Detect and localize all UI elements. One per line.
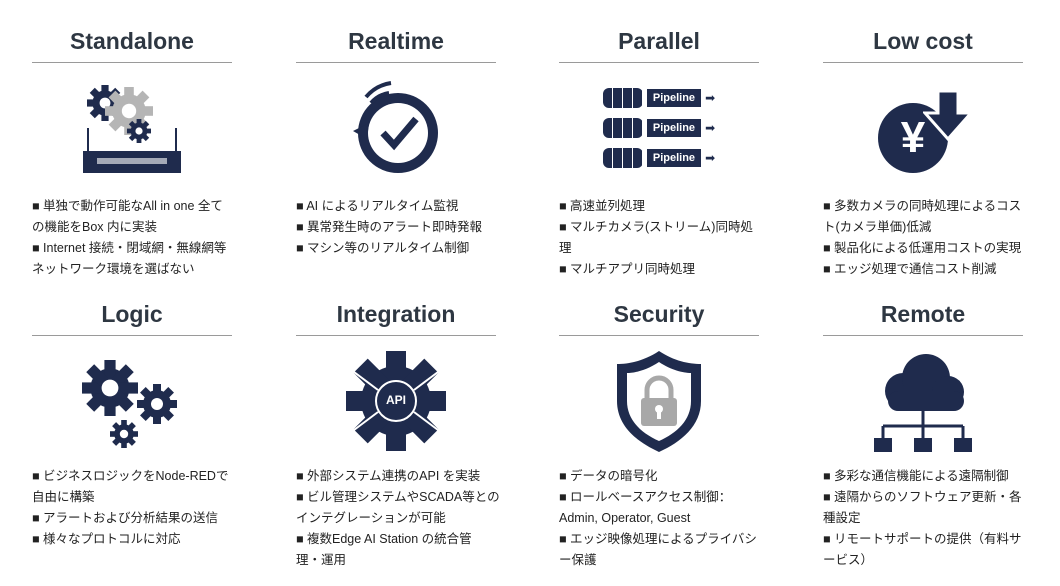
feature-line: ■ 複数Edge AI Station の統合管 [296,532,472,546]
pipeline-label: Pipeline [646,119,702,137]
feature-remote: Remote ■ 多彩な通信機能による遠隔制御 ■ 遠隔からのソフトウェア更新・… [823,293,1023,571]
feature-low-cost: Low cost ¥ ■ 多数カメラの同時処理によるコス ト(カメラ単価)低減 … [823,20,1023,280]
feature-title: Low cost [823,20,1023,63]
feature-line: ■ 異常発生時のアラート即時発報 [296,220,483,234]
feature-line: ■ マルチカメラ(ストリーム)同時処 [559,220,753,234]
feature-line: ■ ビル管理システムやSCADA等との [296,490,500,504]
feature-title: Remote [823,293,1023,336]
feature-line: の機能をBox 内に実装 [32,220,158,234]
feature-line: ■ ロールベースアクセス制御： [559,490,732,504]
feature-line: 自由に構築 [32,490,95,504]
feature-line: ■ データの暗号化 [559,469,658,483]
feature-line: ービス） [823,553,874,567]
feature-line: ■ ビジネスロジックをNode-REDで [32,469,229,483]
feature-line: Admin, Operator, Guest [559,511,691,525]
feature-integration: Integration API ■ 外部システム連携のAPI を実装 ■ ビル管… [296,293,500,571]
feature-line: ■ 単独で動作可能なAll in one 全て [32,199,223,213]
feature-line: ■ 様々なプロトコルに対応 [32,532,181,546]
pipeline-label: Pipeline [646,89,702,107]
feature-title: Standalone [32,20,232,63]
feature-line: ■ エッジ処理で通信コスト削減 [823,262,997,276]
feature-line: ト(カメラ単価)低減 [823,220,932,234]
feature-line: インテグレーションが可能 [296,511,446,525]
feature-line: ■ アラートおよび分析結果の送信 [32,511,219,525]
gears-box-icon [32,63,232,193]
feature-line: ー保護 [559,553,597,567]
feature-line: 理・運用 [296,553,347,567]
feature-title: Logic [32,293,232,336]
feature-line: 種設定 [823,511,861,525]
feature-standalone: Standalone ■ 単独で動作可能なAll in one 全て の機能をB… [32,20,232,280]
feature-line: ■ 高速並列処理 [559,199,646,213]
cameras-icon [602,118,643,138]
feature-line: ■ リモートサポートの提供（有料サ [823,532,1022,546]
cloud-network-icon [823,336,1023,466]
feature-logic: Logic ■ ビジネスロジックをNode-REDで 自由に構築 ■ アラートお… [32,293,232,550]
feature-line: ■ 外部システム連携のAPI を実装 [296,469,481,483]
feature-security: Security ■ データの暗号化 ■ ロールベースアクセス制御： Admin… [559,293,759,571]
feature-title: Parallel [559,20,759,63]
feature-line: 理 [559,241,572,255]
shield-lock-icon [559,336,759,466]
feature-title: Realtime [296,20,496,63]
feature-line: ■ 製品化による低運用コストの実現 [823,241,1022,255]
pipeline-label: Pipeline [646,149,702,167]
arrow-right-icon: ➡ [705,151,716,165]
gears-icon [32,336,232,466]
yen-down-icon: ¥ [823,63,1023,193]
api-gear-icon: API [296,336,496,466]
arrow-right-icon: ➡ [705,91,716,105]
cameras-icon [602,148,643,168]
feature-line: ■ 多彩な通信機能による遠隔制御 [823,469,1009,483]
feature-line: ■ Internet 接続・閉域網・無線網等 [32,241,227,255]
feature-realtime: Realtime ■ AI によるリアルタイム監視 ■ 異常発生時のアラート即時… [296,20,496,259]
feature-title: Security [559,293,759,336]
camera-pipeline-icon: Pipeline ➡ Pipeline ➡ Pipeline ➡ [559,63,759,193]
api-label: API [385,393,406,407]
feature-parallel: Parallel Pipeline ➡ Pipeline ➡ Pipeline … [559,20,759,280]
feature-line: ■ マルチアプリ同時処理 [559,262,696,276]
feature-line: ■ 多数カメラの同時処理によるコス [823,199,1022,213]
feature-line: ネットワーク環境を選ばない [32,262,195,276]
feature-line: ■ 遠隔からのソフトウェア更新・各 [823,490,1022,504]
feature-title: Integration [296,293,496,336]
cameras-icon [602,88,643,108]
clock-check-icon [296,63,496,193]
feature-line: ■ エッジ映像処理によるプライバシ [559,532,757,546]
arrow-right-icon: ➡ [705,121,716,135]
feature-line: ■ AI によるリアルタイム監視 [296,199,459,213]
feature-line: ■ マシン等のリアルタイム制御 [296,241,470,255]
